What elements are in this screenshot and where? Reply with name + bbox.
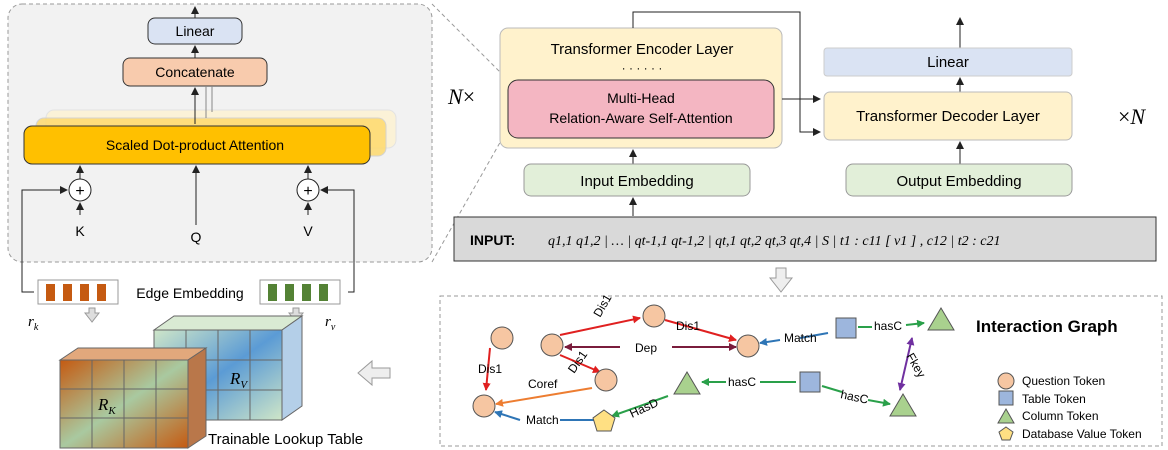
edge-embedding-label: Edge Embedding [136, 285, 243, 301]
legend: Question Token Table Token Column Token … [997, 372, 1142, 441]
transformer-decoder-layer-box [823, 91, 1073, 141]
edge-label-hasc-mid: hasC [728, 375, 756, 389]
legend-question-token: Question Token [1022, 374, 1105, 388]
decoder-layer-label: Transformer Decoder Layer [856, 108, 1040, 125]
decoder-n-label: ×N [1118, 104, 1146, 129]
edge-label-fkey: Fkey [903, 351, 928, 381]
lookup-table-k: RK [58, 347, 208, 449]
input-embedding-label: Input Embedding [580, 173, 693, 190]
concatenate-label: Concatenate [155, 64, 235, 80]
encoder-n-label: N× [447, 84, 475, 109]
legend-column-token: Column Token [1022, 409, 1099, 423]
decoder-linear-box [823, 47, 1073, 77]
plus-node-v: + [296, 178, 320, 202]
edge-label-hasd: HasD [627, 395, 660, 421]
up-arrow-icon-v [287, 307, 305, 323]
question-token-node [490, 326, 514, 350]
encoder-dots: · · · · · · [622, 61, 663, 75]
plus-symbol-k: + [75, 183, 84, 200]
decoder-linear-label: Linear [927, 54, 969, 71]
edge-label-dis1-c: Dis1 [676, 319, 700, 333]
legend-triangle-icon [997, 407, 1015, 424]
question-token-node [472, 394, 496, 418]
legend-square-icon [998, 390, 1014, 406]
rk-table-label: RK [97, 395, 116, 417]
q-label: Q [191, 229, 202, 245]
down-arrow-icon [768, 267, 794, 293]
encoder-title: Transformer Encoder Layer [551, 41, 734, 58]
scaled-dot-product-attention-box [23, 125, 371, 165]
lookup-table-label: Trainable Lookup Table [208, 431, 363, 448]
input-bar-sequence: q1,1 q1,2 | … | qt-1,1 qt-1,2 | qt,1 qt,… [548, 234, 1001, 249]
edge-label-hasc-right: hasC [839, 387, 870, 407]
legend-circle-icon [997, 372, 1015, 390]
zoom-line-top [431, 3, 507, 79]
plus-node-k: + [68, 178, 92, 202]
edge-label-dep: Dep [635, 341, 657, 355]
database-value-token-node [592, 409, 616, 432]
column-token-node [927, 307, 955, 331]
r-v-label: rv [325, 314, 336, 333]
attn-linear-label: Linear [176, 23, 215, 39]
scaled-dot-product-attention-label: Scaled Dot-product Attention [106, 137, 284, 153]
zoom-line-bottom [431, 131, 507, 263]
input-embedding-box [523, 163, 751, 197]
input-bar-label: INPUT: [470, 232, 515, 248]
up-arrow-icon-k [83, 307, 101, 323]
edge-label-dis1-d: Dis1 [565, 348, 590, 376]
v-label: V [303, 223, 313, 239]
table-token-node [835, 317, 857, 339]
left-arrow-icon [357, 359, 391, 387]
edge-label-match-top: Match [784, 331, 817, 345]
legend-database-value-token: Database Value Token [1022, 427, 1142, 441]
edge-label-hasc-top: hasC [874, 319, 902, 333]
interaction-graph-panel [439, 295, 1163, 447]
mhra-line2: Relation-Aware Self-Attention [549, 110, 732, 126]
legend-table-token: Table Token [1022, 392, 1086, 406]
output-embedding-box [845, 163, 1073, 197]
question-token-node [736, 334, 760, 358]
rv-table-label: RV [229, 369, 248, 391]
output-embedding-label: Output Embedding [896, 173, 1021, 190]
column-token-node [673, 371, 701, 395]
column-token-node [889, 393, 917, 417]
mhra-line1: Multi-Head [607, 90, 675, 106]
k-label: K [75, 223, 85, 239]
plus-symbol-v: + [303, 183, 312, 200]
question-token-node [540, 333, 564, 357]
encoder-to-decoder-arrow-1 [632, 11, 821, 103]
legend-pentagon-icon [998, 426, 1014, 441]
encoder-to-decoder-arrow-2 [782, 98, 821, 136]
edge-label-match-bottom: Match [526, 413, 559, 427]
interaction-graph-title: Interaction Graph [976, 317, 1118, 336]
table-token-node [799, 371, 821, 393]
r-k-label: rk [28, 314, 39, 333]
question-token-node [642, 304, 666, 328]
input-bar [453, 216, 1157, 262]
edge-label-dis1-a: Dis1 [478, 362, 502, 376]
question-token-node [594, 368, 618, 392]
multi-head-attention-box [507, 79, 775, 139]
edge-label-coref: Coref [528, 377, 558, 391]
